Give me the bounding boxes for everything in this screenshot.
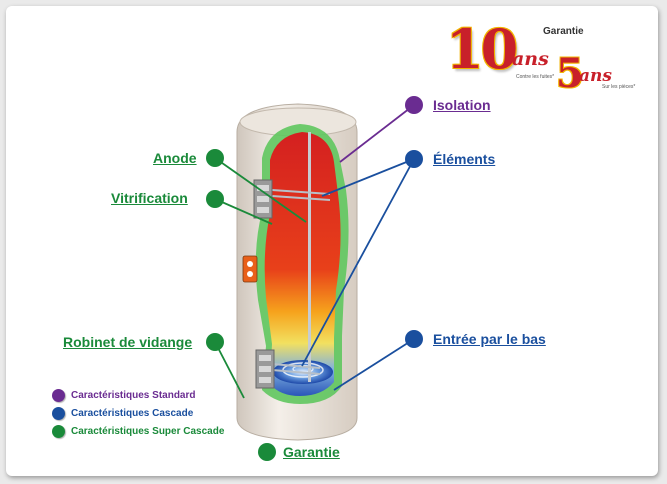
line-anode xyxy=(214,157,307,223)
legend-label: Caractéristiques Super Cascade xyxy=(71,425,225,437)
warranty-logo: 10 ans Garantie 5 ans Contre les fuites*… xyxy=(446,20,636,100)
logo-fine-print-2: Sur les pièces* xyxy=(602,84,636,90)
isolation-label[interactable]: Isolation xyxy=(433,97,491,113)
dot-isolation xyxy=(405,96,423,114)
marker-dots xyxy=(206,96,423,461)
dot-robinet xyxy=(206,333,224,351)
connector-lines xyxy=(214,104,415,399)
legend-label: Caractéristiques Cascade xyxy=(71,407,194,419)
dot-garantie xyxy=(258,443,276,461)
logo-ans-2: ans xyxy=(579,66,612,86)
brand-badge xyxy=(242,255,258,283)
garantie-label[interactable]: Garantie xyxy=(283,444,340,460)
vitrification-label[interactable]: Vitrification xyxy=(111,190,188,206)
logo-five: 5 xyxy=(556,50,584,97)
line-vitrification xyxy=(214,198,273,225)
logo-ten: 10 xyxy=(446,17,518,81)
heating-elements xyxy=(271,189,331,375)
legend-dot-purple xyxy=(52,388,65,402)
dot-anode xyxy=(206,149,224,167)
robinet-label[interactable]: Robinet de vidange xyxy=(63,334,193,350)
legend: Caractéristiques Standard Caractéristiqu… xyxy=(52,386,224,440)
legend-dot-green xyxy=(52,424,65,438)
legend-label: Caractéristiques Standard xyxy=(71,389,196,401)
line-elements-1 xyxy=(321,158,415,197)
line-entree xyxy=(333,338,415,391)
anode-rod xyxy=(308,132,311,382)
legend-item-super-cascade: Caractéristiques Super Cascade xyxy=(52,422,224,440)
elements-label[interactable]: Éléments xyxy=(433,151,496,167)
legend-item-cascade: Caractéristiques Cascade xyxy=(52,404,224,422)
anode-label[interactable]: Anode xyxy=(153,150,197,166)
logo-fine-print-1: Contre les fuites* xyxy=(516,74,555,80)
line-elements-2 xyxy=(301,158,415,367)
dot-elements xyxy=(405,150,423,168)
entree-label[interactable]: Entrée par le bas xyxy=(433,331,546,347)
legend-dot-blue xyxy=(52,406,65,420)
tank-interior xyxy=(264,132,341,396)
logo-garantie: Garantie xyxy=(543,26,584,37)
logo-ans-1: ans xyxy=(512,48,549,70)
dot-vitrification xyxy=(206,190,224,208)
legend-item-standard: Caractéristiques Standard xyxy=(52,386,224,404)
line-isolation xyxy=(339,104,415,163)
line-robinet xyxy=(214,341,245,399)
dot-entree xyxy=(405,330,423,348)
